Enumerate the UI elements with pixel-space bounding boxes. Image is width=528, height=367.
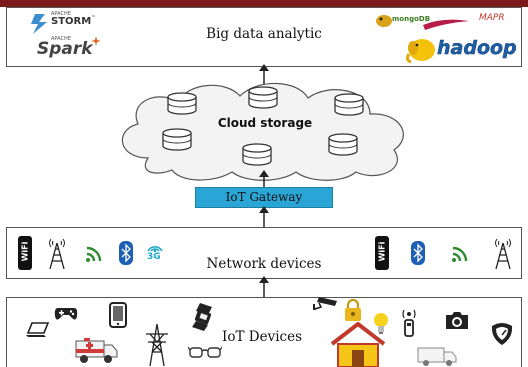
hadoop-name-text: hadoop <box>437 37 517 60</box>
wifi-badge-text: WiFi <box>20 241 30 262</box>
storm-name-text: STORM <box>51 16 92 27</box>
apache-storm-logo: APACHE STORM ™ <box>29 10 109 40</box>
red-swoosh-logo <box>423 16 469 35</box>
mapr-logo: MAPR <box>479 13 505 23</box>
arrow-to-cloud <box>259 170 269 188</box>
cell-tower-icon <box>49 238 65 269</box>
wifi-badge-icon: WiFi <box>375 236 389 270</box>
lightbulb-icon <box>374 313 388 334</box>
power-tower-icon <box>146 323 168 366</box>
truck-icon <box>417 347 457 366</box>
gamepad-icon <box>54 308 78 320</box>
spark-apache-text: APACHE <box>51 36 71 42</box>
arrow-to-network <box>259 276 269 298</box>
spark-name-text: Spark <box>37 39 93 59</box>
storm-tm-text: ™ <box>91 15 96 21</box>
vr-glasses-icon <box>188 346 222 358</box>
sensor-icon <box>402 309 416 337</box>
3g-icon: 3G <box>145 240 165 266</box>
wifi-badge-icon: WiFi <box>18 236 32 270</box>
spark-star-icon <box>91 36 101 46</box>
laptop-icon <box>26 322 50 337</box>
3g-badge-text: 3G <box>147 252 161 262</box>
database-cylinder-icon <box>248 86 278 109</box>
database-cylinder-icon <box>242 143 272 166</box>
database-cylinder-icon <box>162 128 192 151</box>
arrow-to-gateway <box>259 206 269 228</box>
mongodb-name-text: mongoDB <box>392 15 431 23</box>
signal-icon <box>452 246 468 262</box>
arrow-to-big-data <box>259 64 269 84</box>
layer-title-big-data-analytic: Big data analytic <box>206 26 322 42</box>
database-cylinder-icon <box>167 92 197 115</box>
ambulance-icon <box>75 338 118 363</box>
speedometer-icon <box>491 323 513 345</box>
iot-gateway-box: IoT Gateway <box>195 187 333 208</box>
database-cylinder-icon <box>334 93 364 116</box>
cloud-storage-title: Cloud storage <box>217 116 313 130</box>
signal-icon <box>86 246 102 262</box>
lock-icon <box>345 298 361 321</box>
cell-tower-icon <box>495 238 511 269</box>
tablet-icon <box>109 302 127 328</box>
bluetooth-icon <box>411 241 425 265</box>
header-accent-bar <box>0 0 528 7</box>
big-data-analytic-layer: Big data analytic APACHE STORM ™ APACHE … <box>6 7 522 67</box>
layer-title-iot-devices: IoT Devices <box>222 329 302 345</box>
network-devices-layer: Network devices <box>6 227 522 279</box>
hadoop-elephant-icon <box>405 39 435 64</box>
database-cylinder-icon <box>328 133 358 156</box>
house-icon <box>330 322 386 367</box>
mongodb-logo: mongoDB <box>375 12 430 30</box>
layer-title-network-devices: Network devices <box>206 256 322 272</box>
hadoop-logo: hadoop <box>405 34 521 64</box>
camera-icon <box>446 312 468 329</box>
storm-apache-text: APACHE <box>51 11 71 17</box>
smartwatch-icon <box>192 303 212 331</box>
wifi-badge-text: WiFi <box>377 241 387 262</box>
bluetooth-icon <box>119 241 133 265</box>
cctv-camera-icon <box>313 297 337 310</box>
